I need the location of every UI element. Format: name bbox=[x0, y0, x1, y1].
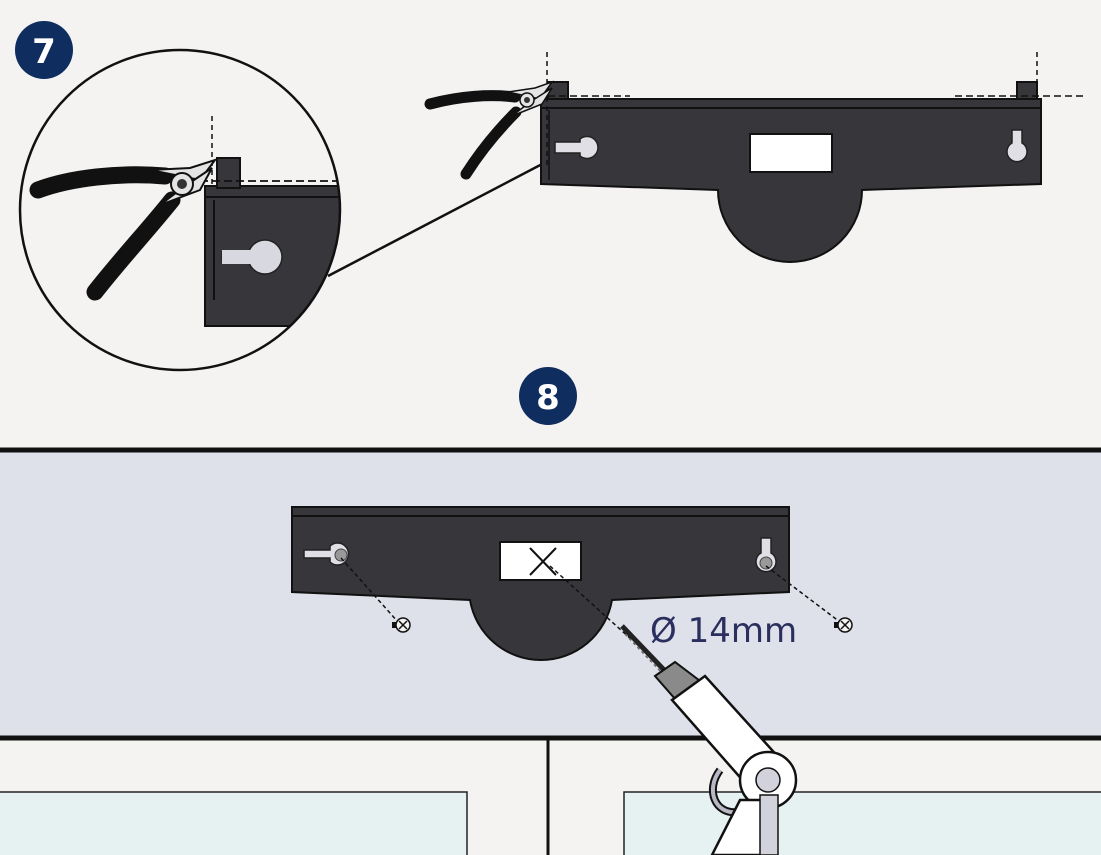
step-7-badge: 7 bbox=[15, 21, 73, 79]
step-8-badge: 8 bbox=[519, 367, 577, 425]
zoom-tab bbox=[216, 157, 241, 189]
drill-icon bbox=[620, 624, 798, 855]
bracket-keyhole-right bbox=[1006, 129, 1028, 163]
wall-window-mark bbox=[499, 541, 582, 581]
pliers-icon bbox=[424, 80, 554, 180]
bracket-keyhole-left bbox=[554, 135, 599, 160]
step-7-number: 7 bbox=[32, 32, 56, 72]
bracket-step-8 bbox=[291, 506, 790, 661]
zoom-detail bbox=[18, 48, 342, 372]
window-frame bbox=[0, 738, 1101, 855]
step-8-number: 8 bbox=[536, 378, 560, 418]
screw-icon bbox=[340, 557, 411, 633]
window-pane-left bbox=[0, 791, 468, 855]
window-pane-right bbox=[623, 791, 1101, 855]
drill-diameter-label: Ø 14mm bbox=[650, 611, 797, 651]
zoom-leader-line bbox=[327, 160, 547, 278]
bracket-window bbox=[749, 133, 833, 173]
pliers-icon bbox=[29, 158, 218, 301]
screw-icon bbox=[765, 565, 853, 633]
bracket-step-7 bbox=[540, 52, 1085, 263]
drill-guide-line bbox=[549, 565, 633, 641]
